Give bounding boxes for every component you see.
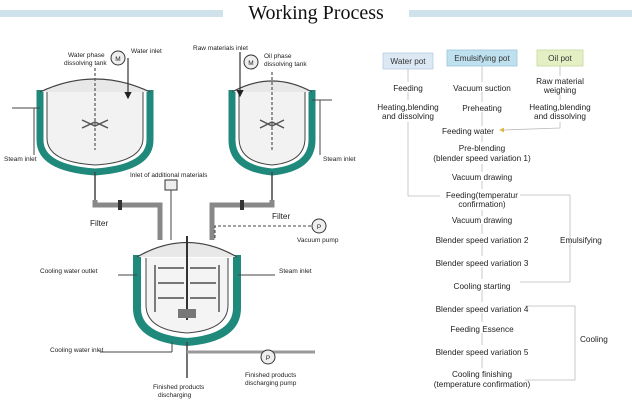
- step-cooling-finishing-1: Cooling finishing: [452, 370, 513, 379]
- step-feeding-temp-2: confirmation): [458, 200, 506, 209]
- header-bar-right: [409, 10, 632, 17]
- oil-step-heating-1: Heating,blending: [529, 103, 591, 112]
- step-speed-2: Blender speed variation 2: [436, 236, 529, 245]
- svg-text:M: M: [115, 56, 120, 63]
- step-feeding-temp-1: Feeding(temperatur: [446, 191, 518, 200]
- filter-left-label: Filter: [90, 219, 108, 228]
- step-speed-3: Blender speed variation 3: [436, 259, 529, 268]
- transfer-pipes: [92, 200, 275, 240]
- oil-phase-tank: [228, 72, 332, 200]
- svg-text:Water pot: Water pot: [390, 57, 426, 66]
- cooling-water-inlet-label: Cooling water inlet: [50, 347, 104, 354]
- discharging-pump-label-2: discharging pump: [245, 380, 297, 387]
- oil-step-raw-1: Raw material: [536, 77, 584, 86]
- water-step-feeding: Feeding: [393, 84, 423, 93]
- filter-right-label: Filter: [272, 212, 290, 221]
- pot-water: Water pot: [382, 52, 434, 70]
- water-steam-inlet-label: Steam inlet: [4, 156, 37, 163]
- main-steam-inlet-label: Steam inlet: [279, 268, 312, 275]
- vacuum-pump-icon: P: [311, 218, 327, 234]
- cooling-water-outlet-label: Cooling water outlet: [40, 268, 98, 275]
- additional-materials-label: Inlet of additional materials: [130, 172, 208, 179]
- header-bar-left: [0, 10, 223, 17]
- additional-materials-hopper: [164, 179, 178, 240]
- vacuum-pump-label: Vacuum pump: [297, 237, 339, 244]
- water-tank-label-1: Water phase: [68, 52, 105, 59]
- step-speed-4: Blender speed variation 4: [436, 305, 529, 314]
- oil-step-raw-2: weighing: [543, 86, 577, 95]
- step-feeding-essence: Feeding Essence: [450, 325, 514, 334]
- step-preblending-1: Pre-blending: [459, 144, 506, 153]
- water-phase-tank: [12, 68, 154, 200]
- pot-oil: Oil pot: [536, 49, 584, 67]
- svg-text:P: P: [266, 355, 270, 362]
- raw-materials-inlet-label: Raw materials inlet: [193, 45, 248, 52]
- svg-text:P: P: [317, 224, 321, 231]
- step-cooling-starting: Cooling starting: [454, 282, 511, 291]
- finished-products-label-1: Finished products: [153, 384, 205, 391]
- discharging-pump-icon: P: [260, 349, 276, 365]
- page-title: Working Process: [248, 2, 384, 24]
- oil-steam-inlet-label: Steam inlet: [323, 156, 356, 163]
- phase-cooling: Cooling: [580, 335, 608, 344]
- water-step-heating-1: Heating,blending: [377, 103, 439, 112]
- svg-text:Emulsifying pot: Emulsifying pot: [454, 54, 510, 63]
- oil-tank-label-1: Oil phase: [264, 53, 292, 60]
- step-feeding-water: Feeding water: [442, 127, 494, 136]
- oil-tank-label-2: dissolving tank: [264, 61, 307, 68]
- pot-emulsifying: Emulsifying pot: [446, 49, 518, 67]
- step-preheating: Preheating: [462, 104, 502, 113]
- water-step-heating-2: and dissolving: [382, 112, 434, 121]
- step-vacuum-drawing-2: Vacuum drawing: [452, 216, 513, 225]
- finished-products-label-2: discharging: [158, 392, 192, 399]
- water-tank-motor-icon: M: [110, 50, 126, 66]
- oil-tank-motor-icon: M: [243, 54, 259, 70]
- emulsifying-tank: [100, 236, 315, 378]
- water-inlet-label: Water inlet: [131, 48, 162, 55]
- step-cooling-finishing-2: (temperature confirmation): [434, 380, 531, 389]
- phase-emulsifying: Emulsifying: [560, 236, 602, 245]
- discharging-pump-label-1: Finished products: [245, 372, 297, 379]
- svg-text:Oil pot: Oil pot: [548, 54, 572, 63]
- flow-connectors: [407, 66, 576, 381]
- step-speed-5: Blender speed variation 5: [436, 348, 529, 357]
- step-preblending-2: (blender speed variation 1): [433, 154, 531, 163]
- step-vacuum-suction: Vacuum suction: [453, 84, 511, 93]
- svg-text:M: M: [248, 60, 253, 67]
- oil-step-heating-2: and dissolving: [534, 112, 586, 121]
- step-vacuum-drawing-1: Vacuum drawing: [452, 173, 513, 182]
- water-tank-label-2: dissolving tank: [64, 60, 107, 67]
